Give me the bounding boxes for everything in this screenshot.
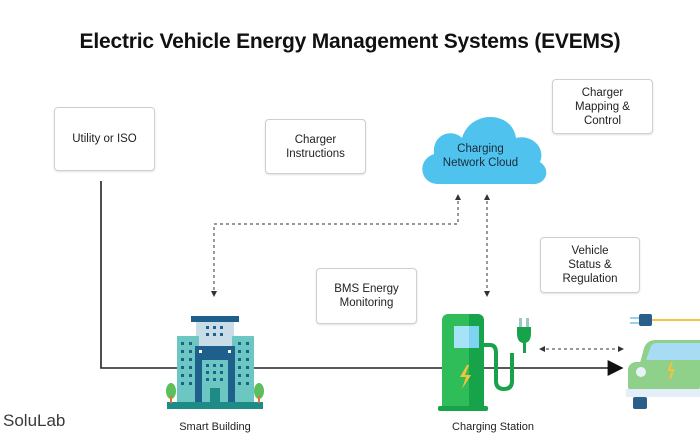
cloud-label: Charging Network Cloud bbox=[442, 143, 519, 169]
vehicle-status-box: Vehicle Status & Regulation bbox=[540, 237, 640, 293]
charger-instructions-box: Charger Instructions bbox=[265, 119, 366, 174]
electric-car-icon bbox=[626, 314, 700, 409]
utility-box: Utility or ISO bbox=[54, 107, 155, 171]
charging-station-icon bbox=[438, 314, 531, 411]
diagram-title: Electric Vehicle Energy Management Syste… bbox=[79, 30, 621, 53]
building-icon bbox=[166, 316, 264, 409]
building-label: Smart Building bbox=[179, 421, 251, 433]
station-label: Charging Station bbox=[452, 421, 534, 433]
brand-logo: SoluLab bbox=[3, 411, 66, 430]
cloud-icon bbox=[422, 117, 547, 185]
dashed-link-cloud-building bbox=[211, 194, 461, 297]
bms-energy-box: BMS Energy Monitoring bbox=[316, 268, 417, 324]
charger-mapping-box: Charger Mapping & Control bbox=[552, 79, 653, 134]
